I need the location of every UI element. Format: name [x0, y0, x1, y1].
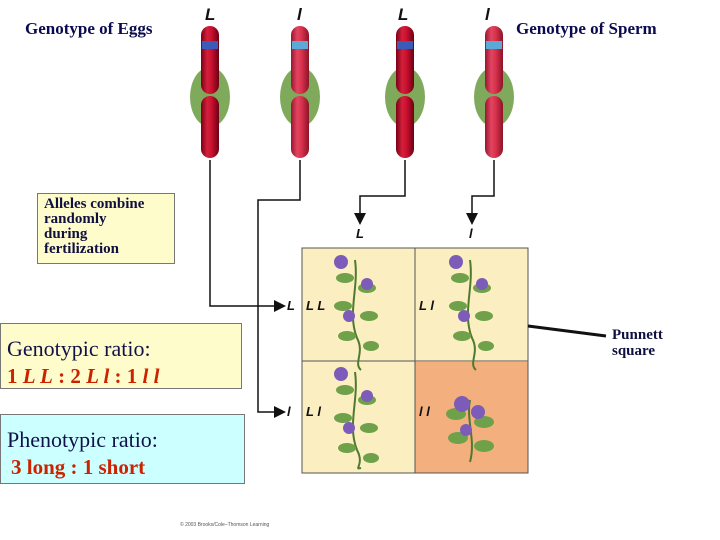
phenotypic-ratio-value: 3 long : 1 short [11, 455, 146, 479]
allele-band [202, 41, 218, 49]
punnett-pointer-line [527, 324, 607, 338]
chromosome-arm-upper [201, 26, 219, 94]
genotypic-ratio-value: 1 L L : 2 L l : 1 l l [7, 364, 160, 388]
chromosome-2 [280, 26, 320, 158]
phenotypic-ratio-box: Phenotypic ratio: 3 long : 1 short [0, 414, 245, 484]
sperm-genotype-heading: Genotype of Sperm [516, 19, 657, 38]
allele-band [397, 41, 413, 49]
punnett-col-allele-2: l [469, 226, 473, 241]
arrow-egg-L-to-row [209, 160, 286, 312]
arrow-egg-l-to-row [257, 160, 301, 418]
punnett-col-allele-1: L [356, 226, 364, 241]
chromosome-2-allele: l [297, 5, 302, 24]
punnett-row-allele-1: L [287, 298, 295, 313]
copyright-credit: © 2003 Brooks/Cole–Thomson Learning [180, 522, 270, 528]
chromosome-4 [474, 26, 514, 158]
allele-band [292, 41, 308, 49]
chromosome-3 [385, 26, 425, 158]
punnett-cell-4-genotype: l l [419, 404, 430, 419]
fertilization-note-box: Alleles combine randomly during fertiliz… [37, 193, 175, 264]
phenotypic-ratio-title: Phenotypic ratio: [7, 427, 158, 452]
punnett-cell-1-genotype: L L [306, 298, 326, 313]
punnett-square [301, 247, 529, 474]
chromosome-1-allele: L [205, 5, 216, 24]
chromosome-arm-upper [485, 26, 503, 94]
chromosome-arm-lower [291, 96, 309, 158]
arrow-sperm-l-to-column [466, 160, 495, 225]
plant-short [446, 396, 494, 463]
chromosome-4-allele: l [485, 5, 490, 24]
chromosome-arm-lower [201, 96, 219, 158]
allele-band [486, 41, 502, 49]
plant-long-3 [334, 367, 379, 470]
genotypic-ratio-box: Genotypic ratio: 1 L L : 2 L l : 1 l l [0, 323, 242, 389]
chromosome-1 [190, 26, 230, 158]
plant-long-1 [334, 255, 379, 371]
genotypic-ratio-title: Genotypic ratio: [7, 336, 151, 361]
chromosome-arm-lower [485, 96, 503, 158]
plant-long-2 [449, 255, 494, 371]
punnett-square-label: Punnett square [612, 327, 663, 359]
chromosome-arm-upper [291, 26, 309, 94]
punnett-cell-2-genotype: L l [419, 298, 434, 313]
eggs-genotype-heading: Genotype of Eggs [25, 19, 153, 38]
punnett-cell-3-genotype: L l [306, 404, 321, 419]
chromosome-arm-lower [396, 96, 414, 158]
punnett-row-allele-2: l [287, 404, 291, 419]
arrow-sperm-L-to-column [354, 160, 406, 225]
chromosome-arm-upper [396, 26, 414, 94]
chromosome-3-allele: L [398, 5, 409, 24]
